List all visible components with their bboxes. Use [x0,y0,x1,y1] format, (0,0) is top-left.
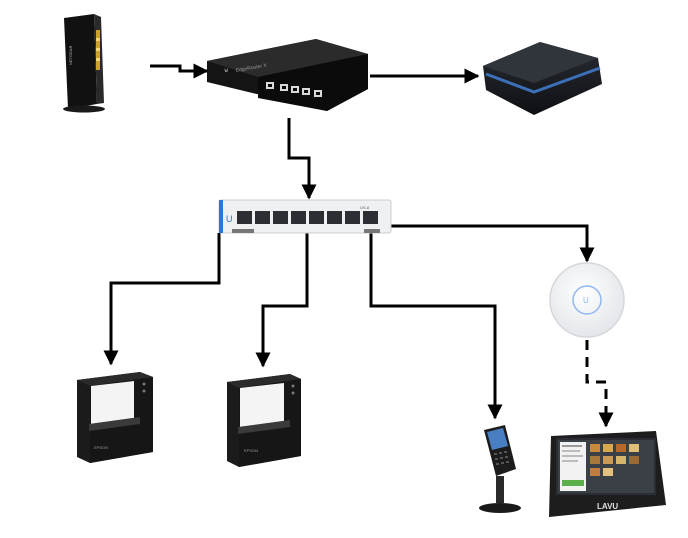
ap-logo: U [583,296,589,305]
switch-ports [237,211,378,224]
printer-right-paper [240,383,284,427]
router-device[interactable]: EdgeRouter X ⊍ [207,39,368,111]
access-point-device[interactable]: U [549,262,625,338]
lte-backup-device[interactable] [483,0,602,115]
wire-router-switch [287,118,317,200]
printer-right-device[interactable]: EPSON [227,374,301,467]
switch-device[interactable]: U US-8 [218,199,392,234]
ap-ring [572,285,602,315]
lte-accent-band [485,66,601,94]
modem-device[interactable]: NETGEAR [63,14,105,113]
switch-model-label: US-8 [360,205,370,210]
pos-tablet-screen [558,440,654,493]
wire-modem-router [150,63,209,79]
wire-ap-pos-tablet [585,340,614,428]
wire-switch-access-point [391,224,595,263]
printer-left-paper [91,381,134,424]
wire-switch-printer-right [255,233,309,368]
wire-switch-printer-left [103,233,221,366]
printer-left-brand: EPSON [94,445,108,450]
printer-right-brand: EPSON [244,448,258,453]
card-terminal-pole [496,476,504,503]
modem-stand [63,105,105,113]
card-terminal-base [479,503,521,513]
card-terminal-keypad [494,451,509,465]
router-brand-label: EdgeRouter X [235,62,268,73]
connectors [103,63,614,428]
switch-logo: U [226,214,233,224]
card-terminal-screen [487,428,508,450]
router-logo: ⊍ [224,68,228,74]
card-terminal-device[interactable] [479,425,521,513]
pos-tablet-device[interactable]: LAVU [549,431,666,517]
wire-switch-card-terminal [369,233,503,420]
switch-accent [219,200,223,233]
printer-left-device[interactable]: EPSON [77,372,153,463]
modem-brand: NETGEAR [68,46,73,65]
pos-tablet-brand: LAVU [597,502,618,511]
